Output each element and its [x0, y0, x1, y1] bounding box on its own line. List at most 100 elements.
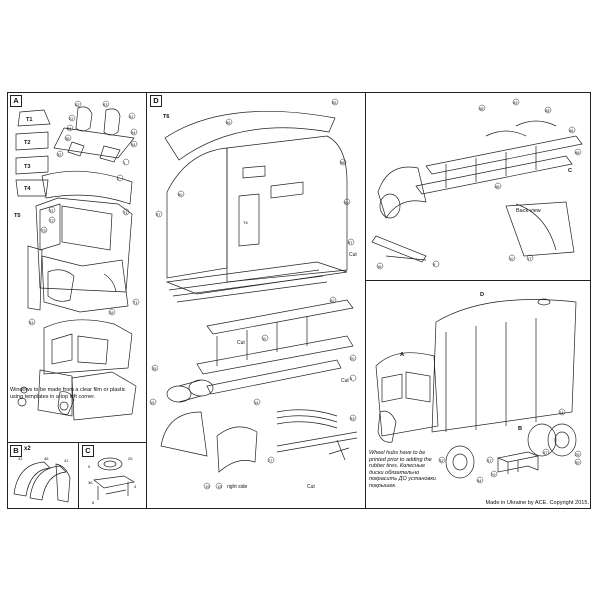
svg-text:24: 24 — [559, 410, 564, 415]
template-t4-shape — [15, 179, 49, 197]
svg-text:36: 36 — [88, 480, 93, 485]
svg-text:38: 38 — [65, 136, 70, 141]
svg-text:53: 53 — [350, 416, 355, 421]
callout-c: C — [568, 168, 572, 174]
svg-text:27: 27 — [268, 458, 273, 463]
svg-text:16: 16 — [377, 264, 382, 269]
cut-label-4: Cut — [307, 484, 315, 490]
cut-label-3: Cut — [341, 378, 349, 384]
cut-label-1: Cut — [349, 252, 357, 258]
svg-text:10: 10 — [509, 256, 514, 261]
frame-assembly-diagram: 48 49 45 46 48 48 16 8 10 17 C Back view — [371, 98, 583, 270]
section-label-a: A — [10, 95, 22, 107]
section-label-d: D — [150, 95, 162, 107]
copyright-footer: Made in Ukraine by ACE. Copyright 2015. — [485, 500, 589, 506]
svg-text:47: 47 — [487, 458, 492, 463]
callout-d: D — [480, 292, 484, 298]
fender-diagram: 41 46 41 — [13, 456, 71, 503]
svg-text:41: 41 — [64, 458, 69, 463]
svg-text:20: 20 — [350, 356, 355, 361]
svg-text:8: 8 — [92, 500, 95, 505]
svg-text:17: 17 — [527, 256, 532, 261]
callout-a: A — [400, 352, 404, 358]
svg-text:T2: T2 — [49, 218, 54, 223]
template-t6-label: T6 — [163, 114, 170, 120]
svg-text:46: 46 — [569, 128, 574, 133]
right-side-label: right side — [227, 484, 248, 490]
svg-text:46: 46 — [44, 456, 49, 461]
svg-text:32: 32 — [439, 458, 444, 463]
svg-text:35: 35 — [152, 366, 157, 371]
svg-text:60: 60 — [178, 192, 183, 197]
section-b-qty: x2 — [24, 446, 31, 452]
svg-text:25: 25 — [128, 456, 133, 461]
floor-panel — [165, 261, 348, 295]
svg-text:58: 58 — [340, 160, 345, 165]
svg-text:41: 41 — [129, 114, 134, 119]
svg-text:54: 54 — [131, 130, 136, 135]
svg-text:32: 32 — [57, 152, 62, 157]
wheel-hubs-note: Wheel hubs have to be printed prior to a… — [369, 450, 436, 489]
body-chassis-diagram: T6 56 55 60 57 58 59 57 42 11 35 14 20 6 15 53 2… — [149, 98, 357, 490]
section-label-c: C — [82, 445, 94, 457]
svg-text:57: 57 — [348, 240, 353, 245]
divider-left — [146, 92, 147, 509]
svg-text:49: 49 — [513, 100, 518, 105]
svg-text:39: 39 — [575, 460, 580, 465]
svg-text:11: 11 — [262, 336, 267, 341]
svg-text:31: 31 — [49, 208, 54, 213]
cut-label-2: Cut — [237, 340, 245, 346]
svg-text:45: 45 — [545, 108, 550, 113]
svg-text:T1: T1 — [123, 210, 128, 215]
svg-text:15: 15 — [150, 400, 155, 405]
callout-b: B — [518, 426, 522, 432]
template-t1-shape — [17, 109, 51, 127]
svg-text:22: 22 — [69, 116, 74, 121]
svg-text:5: 5 — [88, 464, 91, 469]
svg-text:14: 14 — [254, 400, 259, 405]
svg-text:1: 1 — [123, 160, 126, 165]
svg-text:44: 44 — [477, 478, 482, 483]
template-t5-label: T5 — [14, 213, 21, 219]
svg-text:59: 59 — [344, 200, 349, 205]
svg-text:8: 8 — [433, 262, 436, 267]
svg-text:13: 13 — [217, 484, 222, 489]
sheet-frame — [7, 92, 591, 509]
svg-text:19: 19 — [205, 484, 210, 489]
divider-right-lower — [365, 280, 591, 281]
svg-text:2: 2 — [117, 176, 120, 181]
divider-bc — [7, 442, 146, 443]
cab-assembly-diagram: T1 T2 T3 T4 T5 42 43 41 22 34 38 54 54 32 1 2… — [14, 100, 140, 421]
svg-text:55: 55 — [332, 100, 337, 105]
template-t3-shape — [15, 155, 49, 175]
body-front-wall — [166, 147, 228, 279]
windows-note: Windows to be made from a clear film or … — [10, 387, 126, 400]
svg-text:41: 41 — [18, 456, 23, 461]
svg-text:6: 6 — [350, 376, 353, 381]
svg-text:42: 42 — [75, 102, 80, 107]
svg-text:T6: T6 — [243, 220, 248, 225]
svg-text:4: 4 — [134, 484, 137, 489]
template-t2-shape — [15, 131, 49, 151]
svg-text:42: 42 — [330, 298, 335, 303]
svg-text:48: 48 — [495, 184, 500, 189]
svg-text:57: 57 — [156, 212, 161, 217]
svg-text:28: 28 — [109, 310, 114, 315]
svg-text:48: 48 — [575, 150, 580, 155]
template-t3-label: T3 — [24, 164, 31, 170]
svg-text:54: 54 — [131, 142, 136, 147]
svg-text:56: 56 — [226, 120, 231, 125]
template-t1-label: T1 — [26, 117, 33, 123]
svg-text:T1: T1 — [133, 300, 138, 305]
svg-text:29: 29 — [491, 472, 496, 477]
back-view-label: Back view — [516, 208, 541, 214]
svg-text:47: 47 — [543, 450, 548, 455]
template-t4-label: T4 — [24, 186, 31, 192]
svg-text:T5: T5 — [41, 228, 46, 233]
svg-text:34: 34 — [67, 126, 72, 131]
svg-text:33: 33 — [29, 320, 34, 325]
svg-text:48: 48 — [479, 106, 484, 111]
divider-right — [365, 92, 366, 509]
section-label-b: B — [10, 445, 22, 457]
svg-text:43: 43 — [103, 102, 108, 107]
